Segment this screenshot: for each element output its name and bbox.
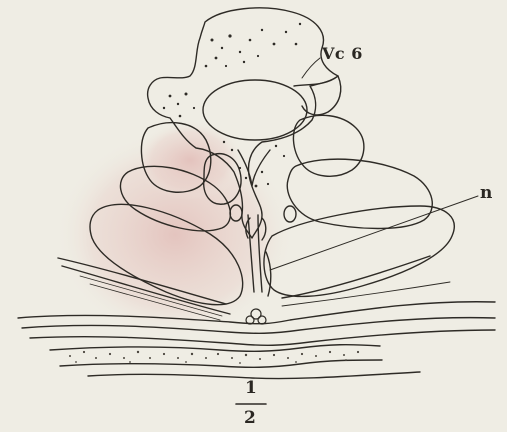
nerve-label: n xyxy=(480,183,492,203)
fat-layer-bottom xyxy=(60,360,382,367)
vertebral-foramen xyxy=(203,80,307,140)
muscle-tint-upper xyxy=(135,120,245,200)
nerve-leader-line xyxy=(270,196,478,270)
sheath-line-right-1 xyxy=(282,256,430,298)
sheath-line-right-2 xyxy=(282,282,450,306)
scale-denominator: 2 xyxy=(244,408,256,428)
skin-layer-3 xyxy=(30,330,495,345)
vertebra-leader-line xyxy=(302,58,320,78)
vertebra-label: Vc 6 xyxy=(322,44,363,63)
muscle-bundle-right-2 xyxy=(287,159,432,228)
scale-numerator: 1 xyxy=(245,378,257,398)
muscle-bundle-right-1 xyxy=(293,115,363,176)
fat-layer-top xyxy=(50,345,380,352)
